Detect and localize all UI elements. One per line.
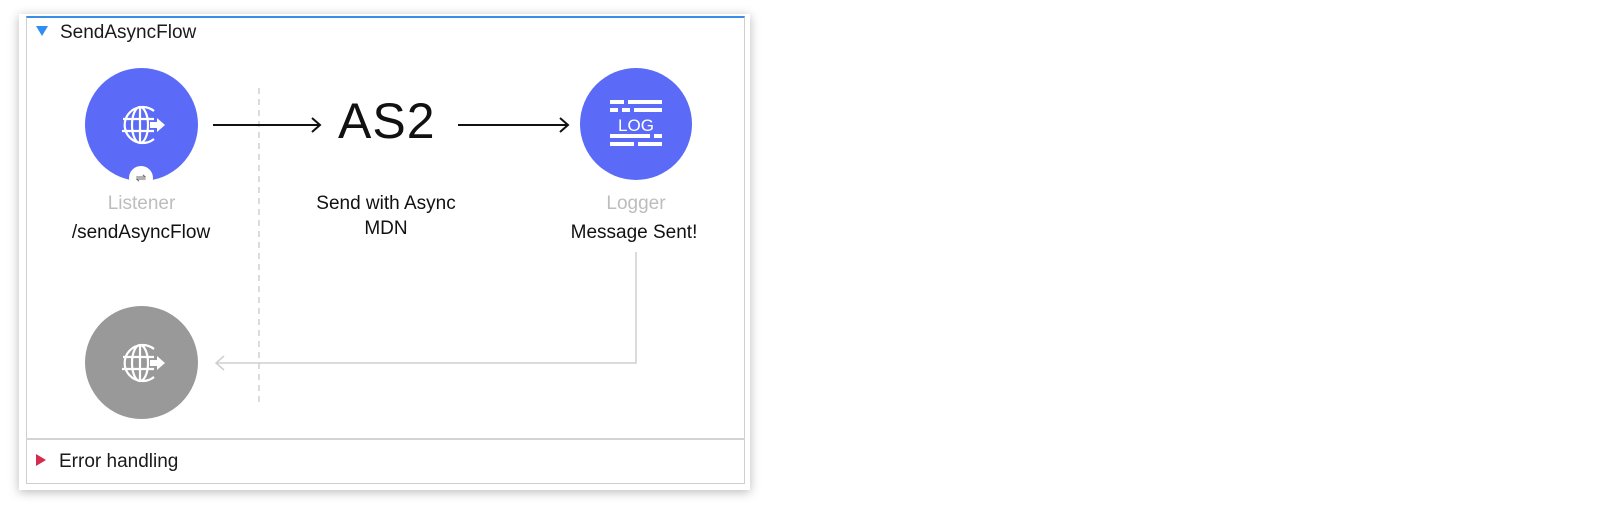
flow-header-toggle[interactable]: SendAsyncFlow [36,22,196,44]
as2-operation-label-line2: MDN [364,218,408,239]
error-handling-divider [26,438,745,440]
flow-connectors [213,88,637,402]
svg-text:LOG: LOG [618,116,654,135]
as2-operation-label-line1: Send with Async [316,193,456,214]
swap-arrows-icon: ⇌ [129,166,153,190]
listener-type-label: Listener [107,193,176,214]
listener-node[interactable] [85,68,198,181]
logger-type-label: Logger [606,193,666,214]
collapse-triangle-icon[interactable] [36,26,48,36]
globe-arrow-icon [121,343,165,382]
arrow-listener-to-as2 [213,117,322,133]
flow-title: SendAsyncFlow [60,22,197,43]
listener-path-label: /sendAsyncFlow [71,222,211,243]
return-arrow [214,252,637,371]
expand-triangle-icon[interactable] [36,454,46,466]
as2-connector-node[interactable]: AS2 [338,93,436,149]
logger-message-label: Message Sent! [570,222,698,243]
error-handling-toggle[interactable]: Error handling [36,451,178,473]
error-handling-label: Error handling [59,451,179,472]
log-icon: LOG [610,100,662,146]
logger-node[interactable]: LOG [580,68,692,180]
arrow-as2-to-logger [458,117,570,133]
globe-arrow-icon [121,105,165,144]
response-node[interactable] [85,306,198,419]
